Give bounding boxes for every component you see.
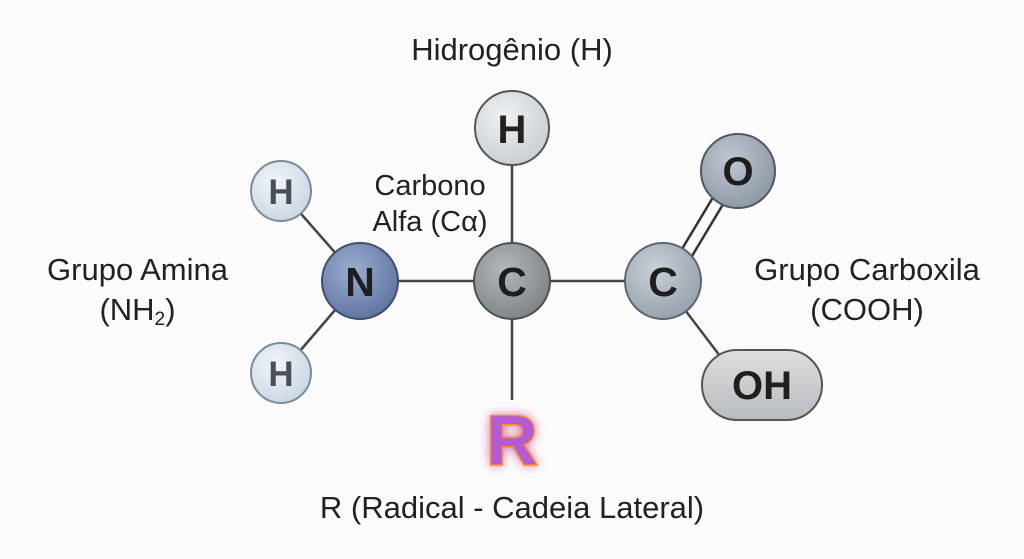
atom-label-carbon-carboxyl: C (648, 259, 678, 305)
carboxyl-group-label: Grupo Carboxila (COOH) (712, 250, 1022, 331)
nitrogen-atom (321, 242, 399, 320)
carbon-carboxyl-atom (624, 242, 702, 320)
double-bond-c-o (674, 188, 730, 267)
alpha-carbon-label-line1: Carbono (374, 170, 486, 202)
carbon-alpha-atom (473, 242, 551, 320)
atom-label-h-upper-left: H (268, 173, 293, 212)
alpha-carbon-label-line2: Alfa (Cα) (372, 206, 488, 239)
amine-formula-pre: (NH (99, 292, 155, 328)
amine-group-label-line1: Grupo Amina (47, 252, 228, 287)
atom-label-hydroxyl: OH (732, 364, 792, 408)
amine-group-label: Grupo Amina (NH2) (10, 250, 265, 333)
hydrogen-label: Hidrogênio (H) (411, 32, 613, 67)
oxygen-atom (700, 133, 776, 209)
hydroxyl-pill (701, 349, 823, 421)
hydrogen-atom-upper-left (250, 160, 312, 222)
hydrogen-atom-top (474, 90, 550, 166)
atom-label-h-lower-left: H (268, 355, 293, 394)
amine-group-label-line2: (NH2) (10, 290, 265, 333)
amine-formula-post: ) (165, 292, 176, 328)
atom-label-carbon-alpha: C (497, 259, 527, 305)
alpha-carbon-label: Carbono Alfa (Cα) (340, 168, 520, 241)
atom-label-oxygen: O (722, 150, 753, 194)
atom-label-nitrogen: N (345, 259, 375, 305)
carboxyl-group-label-line2: (COOH) (810, 292, 924, 328)
radical-r-symbol: R (487, 401, 538, 479)
atom-label-h-top: H (498, 108, 527, 152)
carboxyl-group-label-line1: Grupo Carboxila (754, 252, 980, 287)
radical-label: R (Radical - Cadeia Lateral) (319, 490, 705, 525)
hydrogen-atom-lower-left (250, 342, 312, 404)
amine-formula-subscript: 2 (154, 309, 166, 331)
